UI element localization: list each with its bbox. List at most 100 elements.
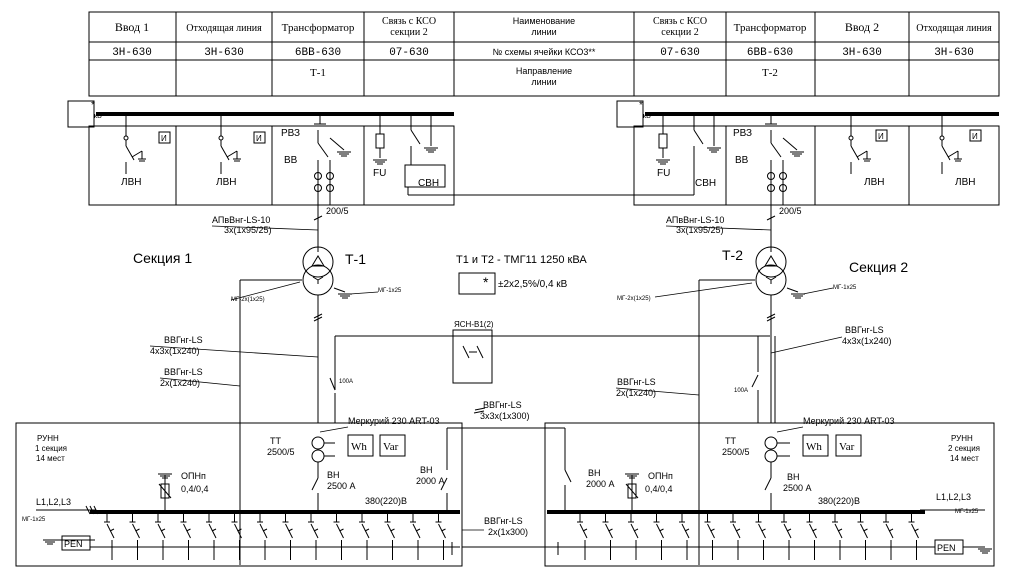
header-cell: Т-1	[310, 67, 326, 79]
header-cell: Трансформатор	[282, 22, 355, 34]
i-label: И	[256, 134, 262, 143]
feeder-breaker	[231, 512, 242, 560]
cell-outgoing-1: И ЛВН	[216, 114, 266, 188]
header-cell: 3Н-630	[112, 47, 152, 59]
fu-label: FU	[373, 168, 386, 179]
tap-changer-box	[458, 272, 496, 295]
feeder-breaker	[628, 512, 639, 560]
header-cell: 3Н-630	[842, 47, 882, 59]
mg-label: МГ-1х25	[378, 288, 402, 294]
feeder-breaker	[883, 512, 894, 560]
pen-label: PEN	[64, 539, 83, 549]
lvn-label: ЛВН	[955, 177, 975, 188]
feeder-breaker	[577, 512, 588, 560]
vv-label: ВВ	[284, 155, 298, 166]
feeder-breaker	[206, 512, 217, 560]
meter-label: Меркурий 230 ART-03	[348, 416, 439, 426]
vn-label: ВН	[787, 472, 800, 482]
mg-label: МГ-1х25	[955, 509, 979, 515]
lvn-label: ЛВН	[864, 177, 884, 188]
cable-label: ВВГнг-LS	[164, 367, 203, 377]
vn-value: 2000 А	[416, 476, 445, 486]
runn-label: РУНН	[37, 434, 59, 443]
cable-label: 4х3х(1х240)	[842, 336, 892, 346]
lv-cable-labels-left: ВВГнг-LS 4х3х(1х240) ВВГнг-LS 2х(1х240) …	[149, 335, 353, 423]
t1-label: Т-1	[345, 251, 366, 267]
cable-label: 2х(1х240)	[160, 378, 200, 388]
bottom-tie: ВВГнг-LS 2х(1х300)	[451, 516, 559, 555]
star-mark: *	[483, 274, 489, 290]
header-table: Ввод 1 Отходящая линия Трансформатор Свя…	[88, 11, 1000, 97]
hv-cable-right: 200/5 АПвВнг-LS-10 3х(1х95/25)	[665, 205, 802, 252]
cell-input-1: И ЛВН	[121, 114, 171, 188]
header-cell: Ввод 1	[115, 20, 149, 34]
cable-label: ВВГнг-LS	[164, 335, 203, 345]
feeder-breaker	[180, 512, 191, 560]
svn-label: СВН	[418, 178, 439, 189]
feeder-breaker	[129, 512, 140, 560]
runn-section: 1 секция	[35, 444, 67, 453]
header-cell: 3Н-630	[934, 47, 974, 59]
cable-label: 4х3х(1х240)	[150, 346, 200, 356]
feeders-left	[104, 512, 446, 560]
mg-label: МГ-2х(1х25)	[231, 297, 265, 303]
ct-label: 200/5	[326, 206, 349, 216]
feeder-breaker	[602, 512, 613, 560]
var-meter	[835, 434, 862, 457]
opn-value: 0,4/0,4	[181, 484, 209, 494]
feeder-breaker	[410, 512, 421, 560]
section1-label: Секция 1	[133, 250, 192, 266]
cable-label: 2х(1х240)	[616, 388, 656, 398]
transformer-spec-text: Т1 и Т2 - ТМГ11 1250 кВА	[456, 254, 587, 266]
cable-label: ВВГнг-LS	[483, 400, 522, 410]
i-label: И	[972, 132, 978, 141]
cell-outgoing-2: И ЛВН	[939, 114, 982, 188]
tt-label: ТТ	[270, 436, 281, 446]
svn-label: СВН	[695, 178, 716, 189]
feeders-right	[577, 512, 919, 560]
hv-cable-left: 200/5 АПвВнг-LS-10 3х(1х95/25)	[211, 205, 349, 252]
cell-link-1: FU СВН	[372, 114, 446, 195]
cable-label: ВВГнг-LS	[484, 516, 523, 526]
header-cell: Трансформатор	[734, 22, 807, 34]
cable-label: АПвВнг-LS-10	[666, 215, 724, 225]
rvz-label: РВЗ	[733, 128, 752, 139]
cell-link-2: FU СВН	[655, 114, 722, 195]
lvn-label: ЛВН	[121, 177, 141, 188]
transformer-t2: Т-2 Секция 2 МГ-1х25 МГ-2х(1х25)	[617, 246, 908, 565]
opn-label: ОПНп	[648, 471, 673, 481]
cable-label: 3х(1х95/25)	[676, 225, 724, 235]
cell-transformer-2: РВЗ ВВ	[733, 114, 805, 205]
feeder-breaker	[832, 512, 843, 560]
feeder-breaker	[653, 512, 664, 560]
yasn-label: ЯСН-В1(2)	[454, 320, 494, 329]
feeder-breaker	[333, 512, 344, 560]
header-cell: Отходящая линия	[916, 23, 992, 34]
wh-label: Wh	[806, 441, 822, 453]
runn-section: 2 секция	[948, 444, 980, 453]
opn-label: ОПНп	[181, 471, 206, 481]
section-tie-cable: ВВГнг-LS 3х3х(1х300)	[446, 400, 566, 470]
ct-label: 200/5	[779, 206, 802, 216]
tt-value: 2500/5	[267, 447, 295, 457]
current-label: 100А	[734, 388, 748, 394]
meter-label: Меркурий 230 ART-03	[803, 416, 894, 426]
vn-value: 2500 А	[783, 483, 812, 493]
feeder-breaker	[359, 512, 370, 560]
feeder-breaker	[755, 512, 766, 560]
voltage-indicator-box	[67, 100, 95, 128]
lvn-label: ЛВН	[216, 177, 236, 188]
vn-label: ВН	[588, 468, 601, 478]
feeder-breaker	[282, 512, 293, 560]
hv-switchgear-left: * кВ	[67, 100, 455, 206]
runn-label: РУНН	[951, 434, 973, 443]
header-cell: 3Н-630	[204, 47, 244, 59]
header-cell: 07-630	[389, 47, 429, 59]
feeder-breaker	[155, 512, 166, 560]
feeder-breaker	[781, 512, 792, 560]
voltage-spec-text: ±2х2,5%/0,4 кВ	[498, 279, 568, 290]
star-mark: *	[639, 100, 643, 111]
